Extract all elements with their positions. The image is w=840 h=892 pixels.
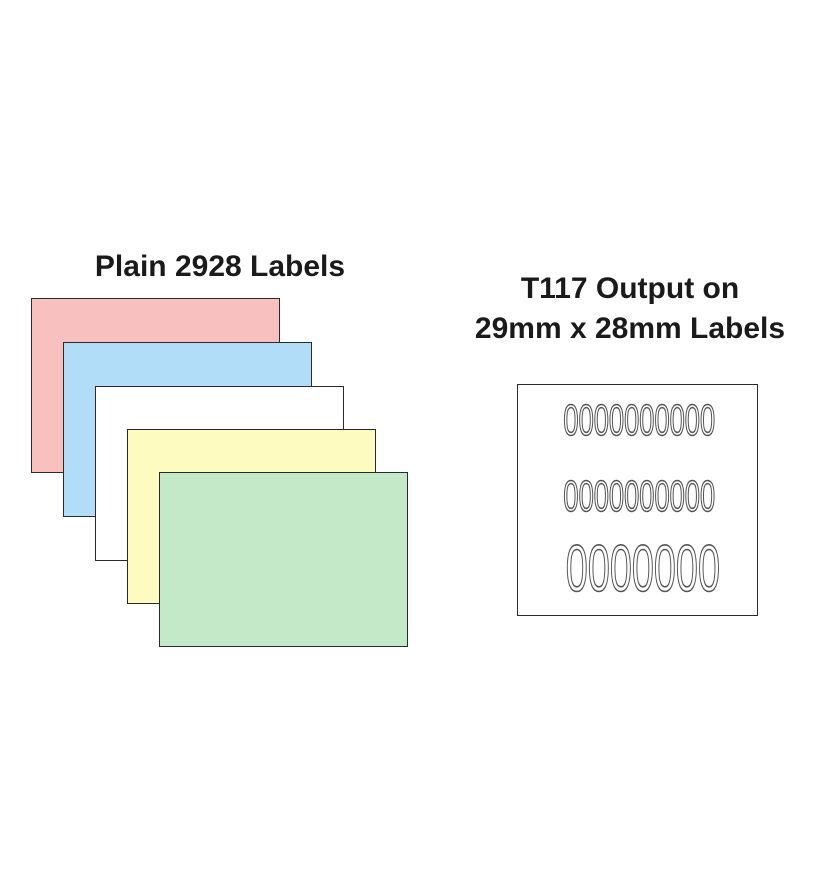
green-label — [159, 472, 408, 647]
printed-output-label: 0000000000 0000000000 0000000 — [517, 384, 758, 616]
printed-digits-line-3: 0000000 — [565, 530, 720, 606]
printed-digits-line-1: 0000000000 — [563, 396, 716, 446]
output-title-line-2: 29mm x 28mm Labels — [474, 312, 786, 345]
output-title-line-1: T117 Output on — [520, 272, 740, 305]
output-title: T117 Output on 29mm x 28mm Labels — [440, 269, 820, 349]
plain-labels-title: Plain 2928 Labels — [94, 250, 346, 283]
printed-digits-line-2: 0000000000 — [563, 472, 716, 522]
